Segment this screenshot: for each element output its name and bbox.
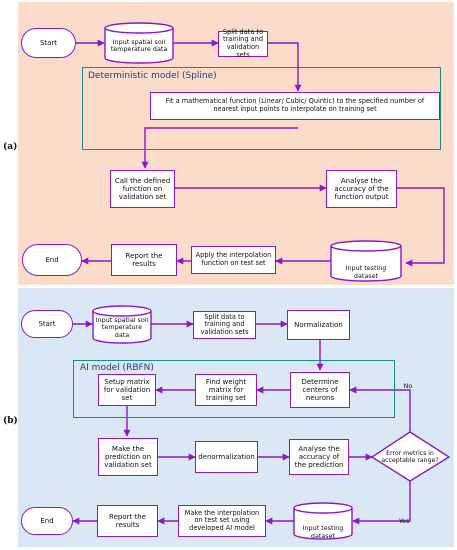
- b-determine-centers-box: Determine centers of neurons: [290, 372, 350, 408]
- b-analyse-accuracy-box: Analyse the accuracy of the prediction: [289, 439, 349, 475]
- end-terminal: End: [22, 244, 82, 276]
- b-make-prediction-box: Make the prediction on validation set: [98, 438, 158, 476]
- db-b-test-top: [293, 502, 353, 514]
- arrow-b-decision-yes: [352, 481, 411, 525]
- arrow-analyse-to-test: [397, 187, 445, 267]
- b-decision-yes-label: Yes: [398, 517, 410, 526]
- call-function-box: Call the defined function on validation …: [110, 170, 175, 208]
- b-setup-matrix-box: Setup matrix for validation set: [98, 374, 156, 406]
- arrow-b-decision-no: [349, 386, 411, 432]
- b-denormalization-box: denormalization: [195, 441, 258, 473]
- report-results-box: Report the results: [111, 244, 177, 276]
- db-a-input-body: [104, 28, 174, 64]
- db-a-input-top: [104, 22, 174, 34]
- panel-a-label: (a): [3, 142, 18, 152]
- db-a-test-top: [330, 240, 402, 252]
- b-start-terminal: Start: [21, 310, 73, 338]
- arrow-fit-to-call: [141, 127, 298, 169]
- db-b-test-body: [293, 508, 353, 540]
- decision-diamond: [370, 431, 451, 482]
- b-decision-no-label: No: [403, 382, 413, 391]
- b-input-spatial-data-label: Input spatial soil temperature data: [95, 315, 149, 339]
- b-split-data-box: Split data to training and validation se…: [193, 311, 256, 339]
- b-normalization-box: Normalization: [287, 310, 350, 340]
- input-spatial-data-label: Input spatial soil temperature data: [110, 37, 168, 53]
- panel-b-label: (b): [3, 416, 18, 426]
- split-data-box: Split data to training and validation se…: [218, 28, 268, 58]
- b-make-interpolation-box: Make the interpolation on test set using…: [178, 505, 266, 537]
- b-end-terminal: End: [21, 507, 73, 535]
- deterministic-model-title: Deterministic model (Spline): [88, 71, 217, 81]
- input-testing-dataset-label: Input testing dataset: [345, 264, 387, 280]
- b-input-testing-dataset-label: Input testing dataset: [302, 524, 344, 540]
- db-a-test-body: [330, 246, 402, 282]
- db-b-input-body: [92, 311, 152, 344]
- ai-model-frame: [73, 360, 395, 418]
- deterministic-model-frame: [82, 67, 441, 150]
- start-terminal: Start: [21, 28, 76, 58]
- arrow-split-to-fit: [268, 42, 302, 92]
- ai-model-title: AI model (RBFN): [80, 363, 154, 373]
- b-report-results-box: Report the results: [97, 505, 158, 537]
- fit-function-box: Fit a mathematical function (Linear/ Cub…: [150, 92, 440, 120]
- db-b-input-top: [92, 305, 152, 317]
- b-find-weights-box: Find weight matrix for training set: [195, 374, 257, 406]
- apply-interpolation-box: Apply the interpolation function on test…: [191, 246, 276, 274]
- analyse-accuracy-box: Analyse the accuracy of the function out…: [326, 170, 397, 208]
- b-decision-label: Error metrics in acceptable range?: [381, 449, 439, 464]
